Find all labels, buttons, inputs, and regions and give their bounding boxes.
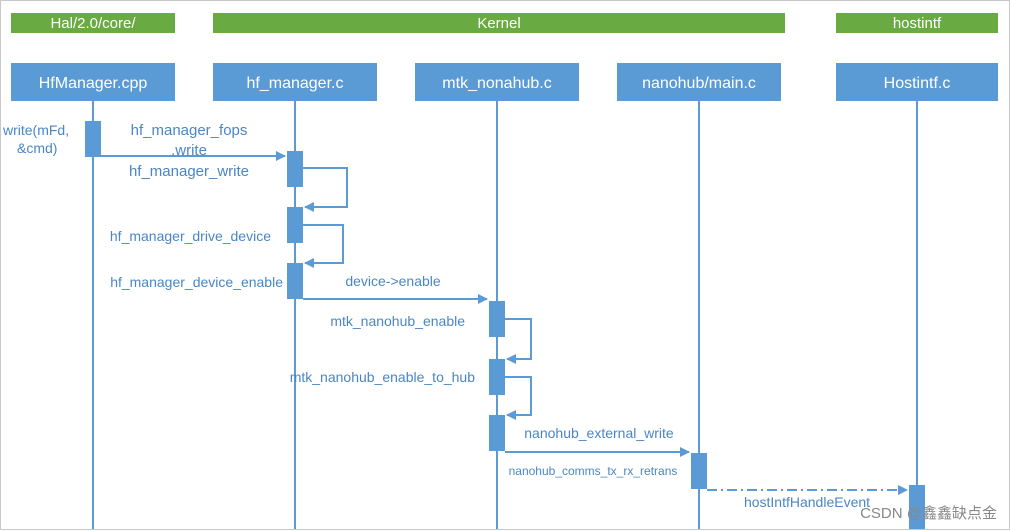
label-drive-device: hf_manager_drive_device [110,228,271,244]
participant-label-mtk-nonahub-c: mtk_nonahub.c [442,75,551,92]
activation-hfmanager-cpp [85,121,101,157]
group-bar-hostintf [836,13,998,33]
participant-box-nanohub-main-c [617,63,781,101]
participant-label-hf-manager-c: hf_manager.c [247,75,344,92]
participant-box-hfmanager-cpp [11,63,175,101]
group-bar-hal [11,13,175,33]
self-call-drive-device [303,224,344,268]
watermark: CSDN @鑫鑫缺点金 [860,504,997,522]
participant-box-hf-manager-c [213,63,377,101]
group-bar-kernel [213,13,785,33]
label-device-enable-arrow: device->enable [345,273,441,289]
self-call-mtk-nanohub-enable-to-hub [505,376,532,420]
activation-nanohub-external-write [691,453,707,489]
self-call-mtk-nanohub-enable [505,318,532,364]
group-label-hostintf: hostintf [893,15,942,32]
label-fops-line1: hf_manager_fops [131,122,248,139]
label-fops-line2: .write [171,142,207,159]
activation-mtk-nanohub-enable [489,359,505,395]
activation-mtk-nanohub-enable-to-hub [489,415,505,451]
label-host-event: hostIntfHandleEvent [744,494,870,510]
self-call-hf-manager-write [303,167,348,212]
activation-hf-manager-drive-device [287,207,303,243]
group-label-hal: Hal/2.0/core/ [50,15,136,32]
activation-hf-manager-write [287,151,303,187]
activation-device-enable [489,301,505,337]
label-nanohub-external-write: nanohub_external_write [524,425,674,441]
label-mtk-nanohub-enable-to-hub: mtk_nanohub_enable_to_hub [290,369,475,385]
participant-label-nanohub-main-c: nanohub/main.c [642,75,756,92]
label-write-call-line1: write(mFd, [2,122,69,138]
label-write-call-line2: &cmd) [17,140,57,156]
activation-host-event [909,485,925,529]
participant-box-mtk-nonahub-c [415,63,579,101]
participant-label-hostintf-c: Hostintf.c [884,75,951,92]
participant-label-hfmanager-cpp: HfManager.cpp [39,75,148,92]
label-hf-manager-write: hf_manager_write [129,163,249,180]
label-device-enable: hf_manager_device_enable [110,274,283,290]
label-write-call: write(mFd, &cmd) [2,122,73,156]
participant-box-hostintf-c [836,63,998,101]
label-comms-retrans: nanohub_comms_tx_rx_retrans [509,464,678,478]
activation-hf-manager-device-enable [287,263,303,299]
group-label-kernel: Kernel [477,15,520,32]
label-mtk-nanohub-enable: mtk_nanohub_enable [330,313,465,329]
